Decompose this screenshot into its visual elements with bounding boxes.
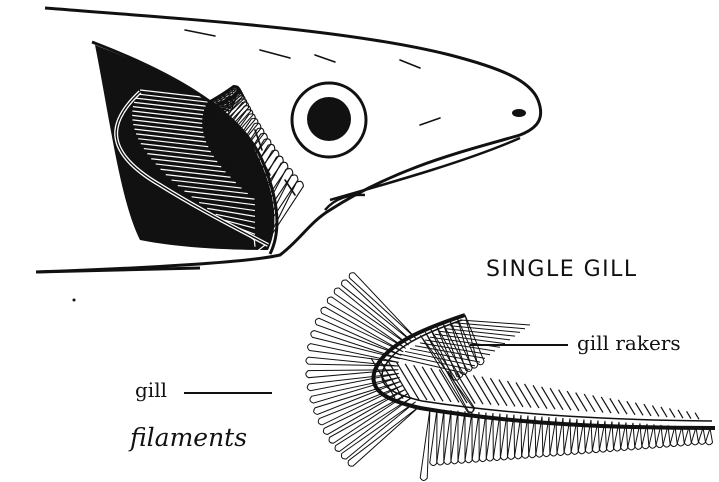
raker-stroke (525, 384, 539, 408)
single-gill-heading: SINGLE GILL (486, 257, 638, 282)
raker-stroke (661, 407, 667, 417)
raker-stroke (618, 400, 627, 414)
raker-stroke (490, 378, 507, 406)
filaments-label: filaments (128, 423, 247, 452)
fish-head (36, 8, 541, 272)
single-gill-filaments (306, 273, 713, 481)
nostril (512, 109, 526, 117)
head-outline (36, 8, 541, 272)
filament-stroke (706, 428, 713, 444)
filament-stroke (335, 398, 412, 452)
speck (73, 299, 76, 302)
raker-stroke (507, 381, 523, 407)
raker-stroke (601, 397, 611, 413)
raker-stroke (678, 410, 683, 418)
filament-stroke (420, 409, 430, 481)
raker-stroke (627, 401, 635, 415)
raker-stroke (644, 404, 651, 416)
filament-stroke (321, 307, 403, 352)
filament-stroke (472, 412, 479, 462)
raker-stroke (533, 385, 547, 408)
raker-stroke (448, 371, 467, 403)
filament-stroke (430, 409, 437, 465)
eye-pupil (307, 97, 351, 141)
gill-rakers-label: gill rakers (577, 331, 681, 355)
raker-stroke (669, 408, 675, 417)
jaw-line (330, 138, 520, 200)
filament-stroke (479, 413, 486, 462)
raker-stroke (695, 413, 699, 420)
raker-stroke (550, 388, 563, 410)
raker-stroke (559, 390, 571, 411)
filament-stroke (699, 428, 706, 445)
single-gill (306, 273, 715, 481)
filament-stroke (444, 410, 451, 464)
filament-stroke (349, 273, 416, 339)
filament-stroke (458, 411, 465, 463)
raker-stroke (499, 380, 515, 407)
raker-stroke (610, 398, 619, 413)
filament-stroke (451, 411, 458, 464)
filament-stroke (465, 412, 472, 463)
raker-stroke (482, 377, 499, 406)
raker-stroke (542, 387, 555, 409)
raker-stroke (400, 354, 470, 369)
filament-stroke (437, 410, 444, 465)
gill-label: gill (135, 378, 167, 402)
raker-stroke (516, 382, 531, 407)
body-bottom-line (36, 268, 200, 272)
filament-stroke (486, 413, 493, 461)
raker-stroke (652, 406, 659, 417)
raker-stroke (635, 403, 643, 416)
raker-stroke (687, 411, 691, 418)
raker-stroke (473, 375, 491, 404)
